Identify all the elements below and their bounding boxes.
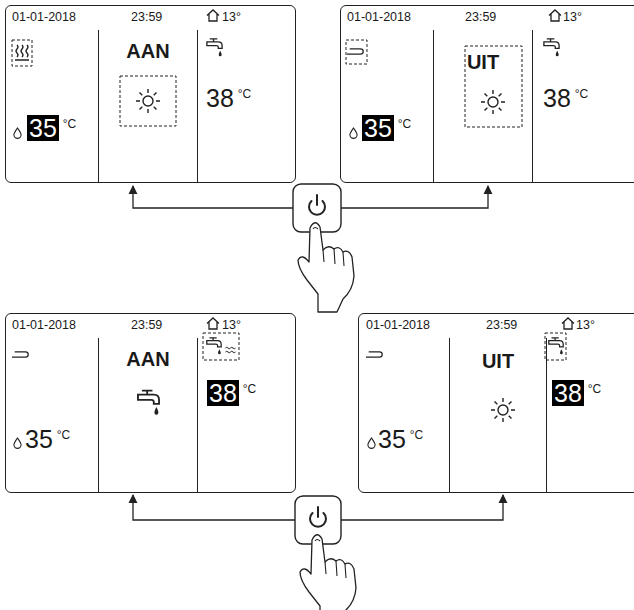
- outdoor-temp: 13°: [222, 11, 241, 25]
- pointing-hand: [298, 223, 354, 312]
- mode-state: UIT: [434, 51, 532, 73]
- temperature-value: 38: [543, 85, 571, 113]
- time-text: 23:59: [486, 319, 517, 333]
- temperature-value: 38: [552, 380, 584, 406]
- mode-state: AAN: [99, 348, 197, 370]
- temperature-unit: °C: [63, 118, 76, 131]
- temperature-unit: °C: [398, 118, 411, 131]
- outdoor-temp: 13°: [563, 11, 582, 25]
- temperature-unit: °C: [238, 88, 251, 101]
- time-text: 23:59: [131, 319, 162, 333]
- screen-column: 35 °C: [6, 338, 98, 492]
- date-text: 01-01-2018: [366, 319, 430, 333]
- temperature-unit: °C: [410, 429, 423, 442]
- outdoor-temp: 13°: [576, 319, 595, 333]
- display-screen: 01-01-2018 23:59 13° 35 °C UIT 38 °C: [358, 313, 634, 493]
- temperature-unit: °C: [588, 383, 601, 396]
- arrows: [133, 186, 503, 520]
- screen-column: 38 °C: [533, 30, 634, 182]
- date-text: 01-01-2018: [12, 319, 76, 333]
- temperature-value: 38: [206, 85, 234, 113]
- display-screen: 01-01-2018 23:59 13° 35 °C UIT 38 °C: [340, 5, 634, 183]
- date-text: 01-01-2018: [347, 11, 411, 25]
- temperature-value: 35: [362, 115, 394, 141]
- temperature-unit: °C: [243, 383, 256, 396]
- temperature-value: 35: [378, 426, 406, 454]
- screen-column: 35 °C: [359, 338, 449, 492]
- mode-state: UIT: [450, 350, 546, 372]
- screen-column: 35 °C: [6, 30, 98, 182]
- outdoor-temp: 13°: [222, 319, 241, 333]
- temperature-value: 38: [207, 380, 239, 406]
- screen-column: UIT: [433, 30, 533, 182]
- temperature-unit: °C: [575, 88, 588, 101]
- screen-column: AAN: [98, 30, 198, 182]
- display-screen: 01-01-2018 23:59 13° 35 °C AAN 38 °C: [5, 313, 296, 493]
- time-text: 23:59: [131, 11, 162, 25]
- screen-column: 38 °C: [198, 338, 297, 492]
- temperature-value: 35: [27, 115, 59, 141]
- mode-state: AAN: [99, 40, 197, 62]
- screen-column: 38 °C: [198, 30, 297, 182]
- screen-column: 35 °C: [341, 30, 433, 182]
- screen-column: 38 °C: [547, 338, 634, 492]
- pointing-hand: [300, 535, 356, 610]
- temperature-value: 35: [25, 426, 53, 454]
- display-screen: 01-01-2018 23:59 13° 35 °C AAN 38 °C: [5, 5, 296, 183]
- screen-column: AAN: [98, 338, 198, 492]
- screen-column: UIT: [449, 338, 547, 492]
- date-text: 01-01-2018: [12, 11, 76, 25]
- time-text: 23:59: [465, 11, 496, 25]
- temperature-unit: °C: [57, 429, 70, 442]
